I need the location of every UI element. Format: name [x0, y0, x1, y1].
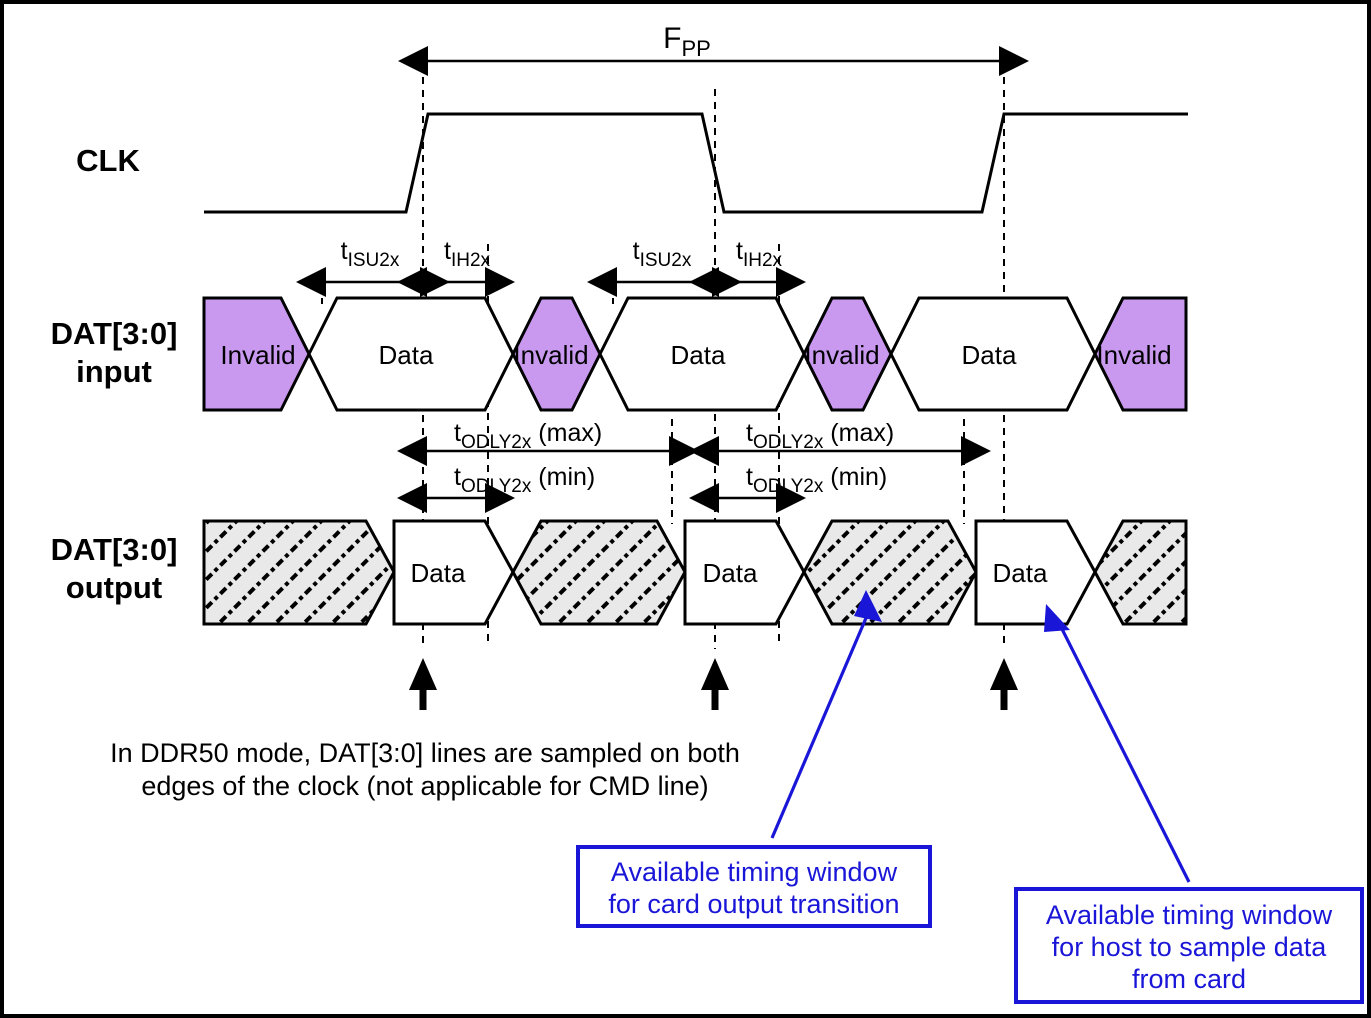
clk-label: CLK — [76, 143, 140, 178]
input-block-data-2-text: Data — [671, 340, 726, 370]
dat-output-label-2: output — [66, 570, 162, 605]
output-block-data-3-text: Data — [993, 558, 1048, 588]
dat-output-label-1: DAT[3:0] — [51, 532, 178, 567]
clk-waveform — [204, 112, 1188, 214]
input-block-invalid-1-text: Invalid — [220, 340, 295, 370]
clk-row: CLK — [76, 112, 1188, 214]
dat-input-row: DAT[3:0] input Invalid Data Invalid Data… — [51, 296, 1188, 412]
tisu2x-2-label: tISU2x — [633, 237, 692, 271]
output-block-data-1-text: Data — [411, 558, 466, 588]
output-delay-dimensions: tODLY2x (max) tODLY2x (min) tODLY2x (max… — [397, 419, 991, 513]
sampling-arrows — [409, 658, 1018, 710]
callout-host-sample-line-2: for host to sample data — [1052, 932, 1328, 962]
leader-host-sample — [1044, 604, 1191, 883]
sampling-arrow-1 — [409, 658, 437, 710]
callout-leaders — [770, 590, 1191, 883]
callout-card-output[interactable]: Available timing window for card output … — [576, 845, 932, 928]
callout-card-output-line-1: Available timing window — [611, 857, 898, 887]
input-block-invalid-2-text: Invalid — [513, 340, 588, 370]
dat-output-row: DAT[3:0] output Data Data Data — [51, 519, 1188, 626]
input-timing-dimensions: tISU2x tIH2x tISU2x tIH2x — [296, 237, 806, 304]
callout-host-sample-line-1: Available timing window — [1046, 900, 1333, 930]
callout-host-sample-line-3: from card — [1132, 964, 1246, 994]
tisu2x-1-label: tISU2x — [341, 237, 400, 271]
dat-input-label-1: DAT[3:0] — [51, 316, 178, 351]
callout-card-output-line-2: for card output transition — [608, 889, 899, 919]
tih2x-2-label: tIH2x — [736, 237, 783, 271]
todly2x-max-1-label: tODLY2x (max) — [454, 419, 602, 453]
input-block-data-3-text: Data — [962, 340, 1017, 370]
caption-line-1: In DDR50 mode, DAT[3:0] lines are sample… — [110, 738, 740, 768]
output-block-hatched-1 — [202, 519, 396, 626]
dat-input-label-2: input — [76, 354, 152, 389]
caption-line-2: edges of the clock (not applicable for C… — [141, 771, 708, 801]
sampling-arrow-3 — [990, 658, 1018, 710]
leader-card-output — [770, 590, 882, 839]
input-block-invalid-4-text: Invalid — [1096, 340, 1171, 370]
input-block-invalid-4 — [1093, 296, 1188, 412]
output-block-hatched-2 — [511, 519, 687, 626]
sampling-arrow-2 — [701, 658, 729, 710]
input-block-invalid-1 — [202, 296, 311, 412]
fpp-label: FPP — [663, 22, 711, 61]
callout-host-sample-box[interactable] — [1014, 887, 1364, 1004]
todly2x-min-2-label: tODLY2x (min) — [746, 463, 887, 497]
todly2x-min-1-label: tODLY2x (min) — [454, 463, 595, 497]
fpp-dimension: FPP — [398, 22, 1029, 76]
callout-host-sample[interactable]: Available timing window for host to samp… — [1014, 887, 1364, 1004]
timing-diagram: FPP CLK tISU2x tIH2x tISU2x tIH2x DAT[3:… — [51, 22, 1364, 1004]
output-block-data-2-text: Data — [703, 558, 758, 588]
input-block-data-1-text: Data — [379, 340, 434, 370]
output-block-hatched-3 — [802, 519, 978, 626]
output-block-hatched-4 — [1093, 519, 1188, 626]
callout-card-output-box[interactable] — [576, 845, 932, 928]
todly2x-max-2-label: tODLY2x (max) — [746, 419, 894, 453]
caption-note: In DDR50 mode, DAT[3:0] lines are sample… — [110, 738, 740, 801]
tih2x-1-label: tIH2x — [444, 237, 491, 271]
input-block-invalid-3-text: Invalid — [804, 340, 879, 370]
